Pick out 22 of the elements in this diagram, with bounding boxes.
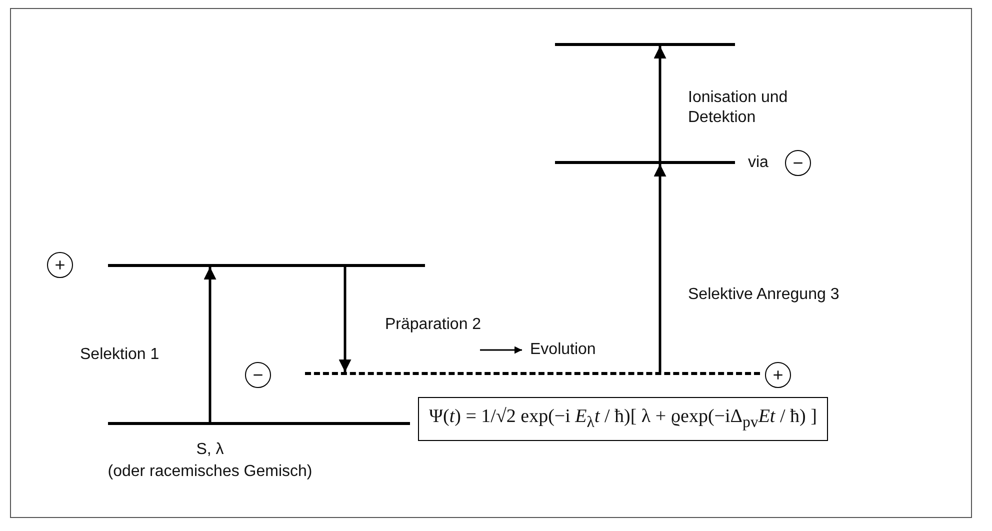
formula-box: Ψ(t) = 1/√2 exp(−i E$_{λ}$t / ħ)[ λ + ϱexp(−iΔ$_{pv}$Et / ħ) ] — [418, 397, 828, 441]
transition-arrow — [338, 267, 352, 372]
dashed-energy-level — [305, 372, 760, 375]
edge-label: Selektive Anregung 3 — [688, 285, 840, 305]
parity-sign: + — [47, 252, 73, 278]
energy-level-line — [555, 43, 735, 46]
transition-arrow — [204, 267, 216, 422]
edge-label: Präparation 2 — [385, 315, 482, 335]
edge-label: Selektion 1 — [80, 345, 160, 365]
energy-level-line — [555, 161, 735, 164]
level-caption: S, λ — [196, 440, 224, 460]
edge-label: Ionisation und Detektion — [688, 88, 789, 128]
parity-sign: − — [785, 150, 811, 176]
level-caption: (oder racemisches Gemisch) — [108, 462, 312, 482]
energy-level-line — [108, 264, 425, 267]
transition-arrow — [654, 46, 666, 161]
parity-sign: − — [245, 362, 271, 388]
energy-level-line — [108, 422, 410, 425]
parity-sign: + — [765, 362, 791, 388]
transition-arrow — [654, 164, 666, 372]
level-caption: via — [748, 153, 768, 173]
process-label: Evolution — [530, 340, 596, 360]
